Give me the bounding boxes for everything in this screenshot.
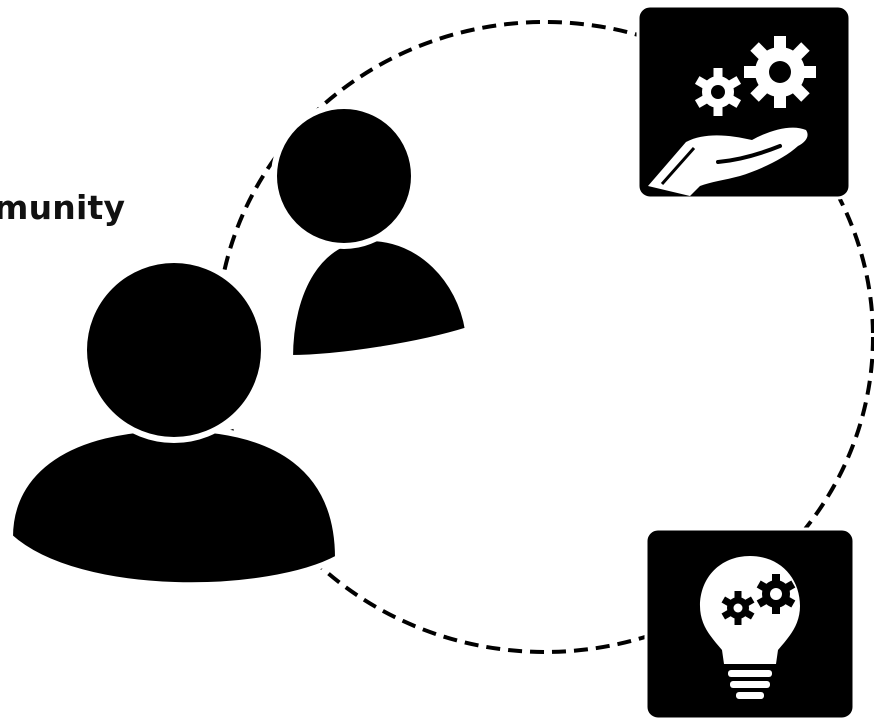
community-label: munity: [0, 188, 126, 227]
hand-with-gears-icon: [636, 4, 852, 200]
front-person-icon: [6, 257, 342, 589]
people-icon: [6, 103, 472, 589]
back-person-icon: [271, 103, 472, 362]
dashed-cycle-ring: [215, 20, 874, 654]
lightbulb-gears-icon: [644, 527, 856, 719]
